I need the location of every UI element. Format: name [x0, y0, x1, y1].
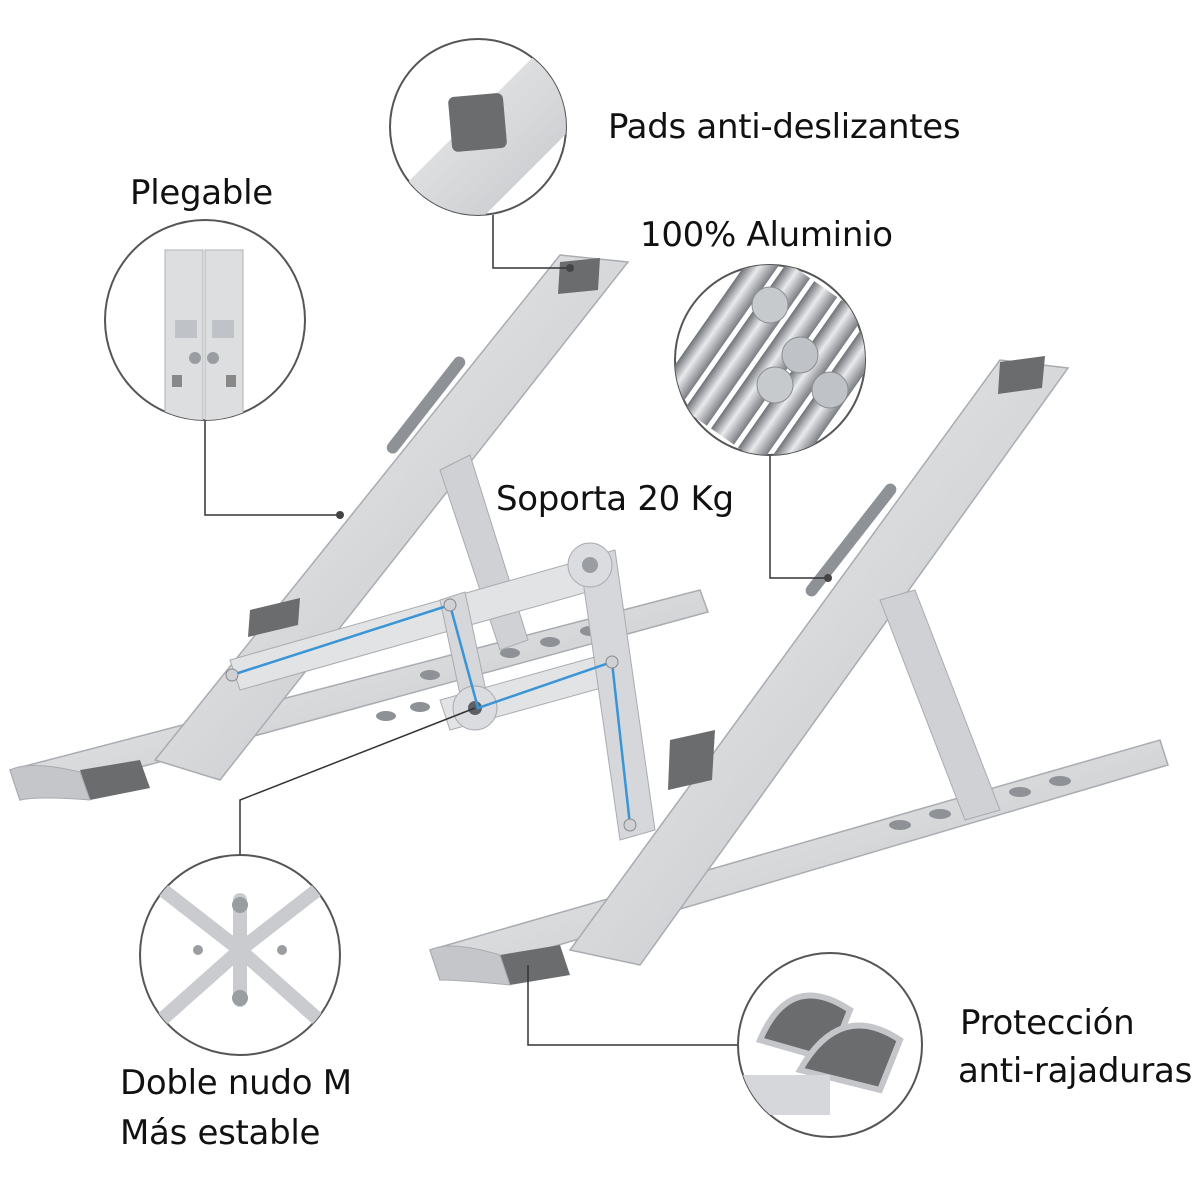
double-m-label-line2: Más estable	[120, 1113, 321, 1153]
right-stand	[429, 356, 1169, 986]
aluminum-detail-circle	[674, 264, 866, 456]
pads-detail-circle	[389, 38, 567, 216]
m-linkage	[225, 542, 656, 841]
aluminum-label: 100% Aluminio	[640, 215, 893, 255]
callout-dots	[336, 264, 832, 582]
double-m-label-line1: Doble nudo M	[120, 1063, 352, 1103]
foldable-label: Plegable	[130, 173, 273, 213]
link-line	[231, 603, 632, 826]
protection-label-line2: anti-rajaduras	[958, 1051, 1192, 1091]
foldable-detail-circle	[104, 219, 306, 421]
load-capacity-label: Soporta 20 Kg	[496, 479, 734, 519]
callout-lines	[204, 215, 828, 1046]
pads-label: Pads anti-deslizantes	[608, 107, 961, 147]
protection-detail-circle	[737, 952, 923, 1138]
double-m-detail-circle	[139, 854, 341, 1056]
protection-label-line1: Protección	[960, 1003, 1135, 1043]
